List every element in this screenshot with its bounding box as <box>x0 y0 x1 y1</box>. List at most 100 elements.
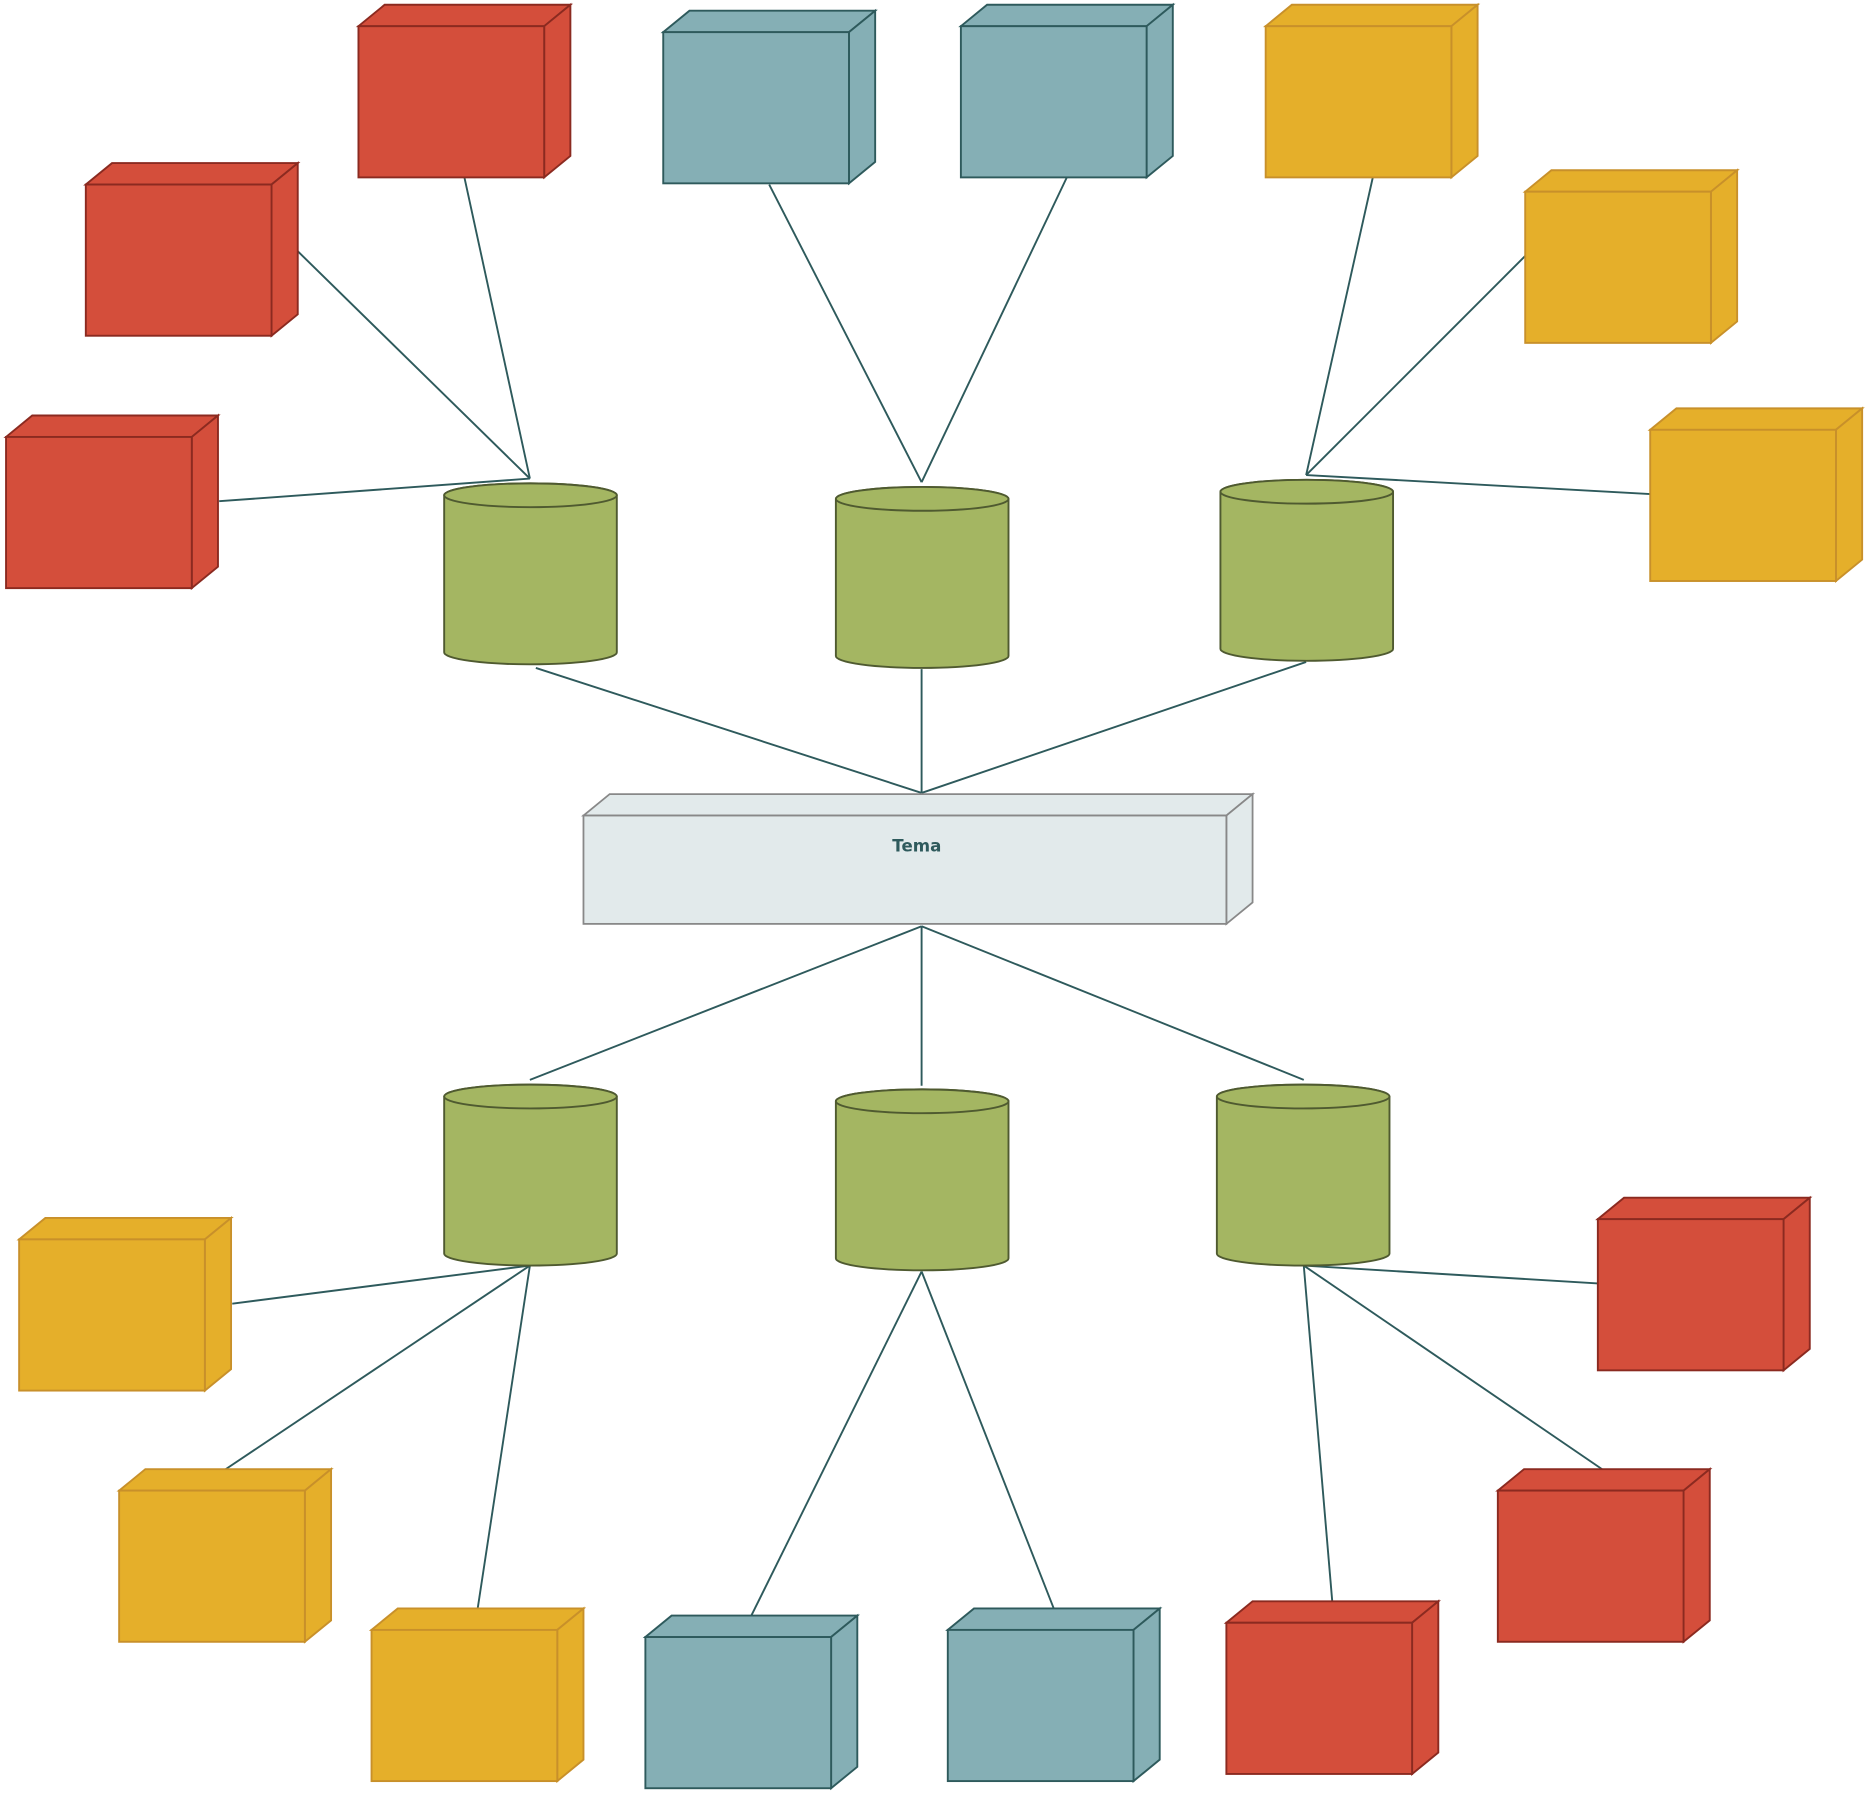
connectors <box>219 176 1651 1617</box>
cube-top <box>958 3 1176 28</box>
yellow-cube-node[interactable] <box>16 1215 234 1393</box>
cube-front <box>662 31 850 185</box>
cube-front <box>5 435 193 590</box>
cube-side <box>1709 168 1739 345</box>
connector-line <box>463 177 531 479</box>
cube-side <box>1132 1606 1161 1784</box>
cube-front <box>18 1238 206 1392</box>
yellow-cube-node[interactable] <box>1522 168 1740 345</box>
cube-side <box>1682 1467 1711 1644</box>
cube-top <box>660 9 878 34</box>
cube-side <box>1145 2 1174 180</box>
cube-side <box>1411 1599 1440 1776</box>
cube-front <box>357 25 546 179</box>
connector-line <box>223 1264 531 1472</box>
cylinder-top <box>443 1083 618 1110</box>
cube-side <box>1835 406 1864 584</box>
cube-side <box>1782 1195 1811 1373</box>
connector-line <box>1303 1264 1605 1472</box>
cylinder-body <box>834 1088 1010 1272</box>
red-cube-node[interactable] <box>1595 1195 1813 1373</box>
red-cube-node[interactable] <box>1223 1599 1441 1776</box>
yellow-cube-node[interactable] <box>116 1467 334 1644</box>
cube-top <box>16 1217 234 1241</box>
cylinder-top <box>443 482 618 509</box>
center-node[interactable]: Tema <box>580 792 1256 926</box>
cylinder-node[interactable] <box>1215 1083 1391 1267</box>
red-cube-node[interactable] <box>1495 1467 1713 1644</box>
red-cube-node[interactable] <box>3 413 221 591</box>
cylinder-top <box>1219 478 1395 505</box>
cube-top <box>368 1607 587 1631</box>
cylinder-top <box>1215 1083 1391 1110</box>
cube-side <box>543 2 572 180</box>
connector-line <box>232 1264 531 1305</box>
cube-top <box>3 414 221 438</box>
cube-front <box>370 1628 559 1783</box>
cube-front <box>1264 25 1453 179</box>
yellow-cube-node[interactable] <box>1647 406 1865 584</box>
cylinder-node[interactable] <box>443 482 618 666</box>
yellow-cube-node[interactable] <box>1263 2 1481 180</box>
cube-front <box>84 183 273 337</box>
cube-side <box>1450 2 1479 180</box>
center-node-label: Tema <box>892 836 941 855</box>
connector-line <box>297 250 531 480</box>
cylinder-body <box>834 485 1010 669</box>
cube-top <box>355 3 574 28</box>
cube-side <box>203 1215 233 1393</box>
connector-line <box>1302 1265 1334 1603</box>
connector-line <box>750 1271 923 1617</box>
cube-front <box>959 25 1148 179</box>
cylinder-body <box>1219 478 1395 662</box>
connector-line <box>921 925 1305 1081</box>
center-node-side <box>1225 792 1254 926</box>
cube-top <box>1647 407 1865 431</box>
connector-line <box>1303 1264 1598 1285</box>
connector-line <box>920 176 1068 483</box>
connector-line <box>1305 177 1374 476</box>
cube-top <box>1495 1468 1713 1492</box>
connector-line <box>920 1271 1055 1609</box>
cube-top <box>1522 169 1740 193</box>
teal-cube-node[interactable] <box>945 1606 1163 1784</box>
cube-top <box>116 1468 334 1492</box>
cylinder-body <box>1215 1083 1391 1267</box>
cylinder-node[interactable] <box>443 1083 618 1267</box>
red-cube-node[interactable] <box>355 2 574 180</box>
cube-front <box>1496 1489 1685 1643</box>
cube-front <box>644 1636 833 1790</box>
center-node-top <box>580 793 1256 817</box>
connector-line <box>535 667 922 794</box>
cube-front <box>946 1628 1135 1783</box>
center-node-front <box>582 814 1228 925</box>
connector-line <box>921 661 1307 794</box>
yellow-cube-node[interactable] <box>368 1606 587 1784</box>
cylinder-body <box>443 482 618 666</box>
cube-front <box>1649 428 1837 582</box>
teal-cube-node[interactable] <box>660 8 878 186</box>
cube-side <box>830 1613 859 1791</box>
connector-line <box>529 925 922 1081</box>
teal-cube-node[interactable] <box>958 2 1176 180</box>
cube-side <box>270 161 299 338</box>
connector-line <box>768 184 923 483</box>
teal-cube-node[interactable] <box>642 1613 860 1791</box>
cube-side <box>556 1606 585 1784</box>
cube-side <box>848 8 877 186</box>
cube-top <box>83 162 301 186</box>
cube-top <box>1223 1600 1441 1624</box>
cylinder-node[interactable] <box>834 485 1010 669</box>
connector-line <box>1306 474 1651 496</box>
cube-top <box>642 1614 860 1638</box>
cylinder-node[interactable] <box>1219 478 1395 662</box>
connector-line <box>1305 255 1526 476</box>
cube-front <box>118 1489 306 1643</box>
connector-line <box>219 477 530 503</box>
cylinder-node[interactable] <box>834 1088 1010 1272</box>
red-cube-node[interactable] <box>83 161 301 338</box>
connector-line <box>476 1265 531 1610</box>
shapes <box>3 2 1865 1791</box>
cube-front <box>1225 1621 1414 1775</box>
